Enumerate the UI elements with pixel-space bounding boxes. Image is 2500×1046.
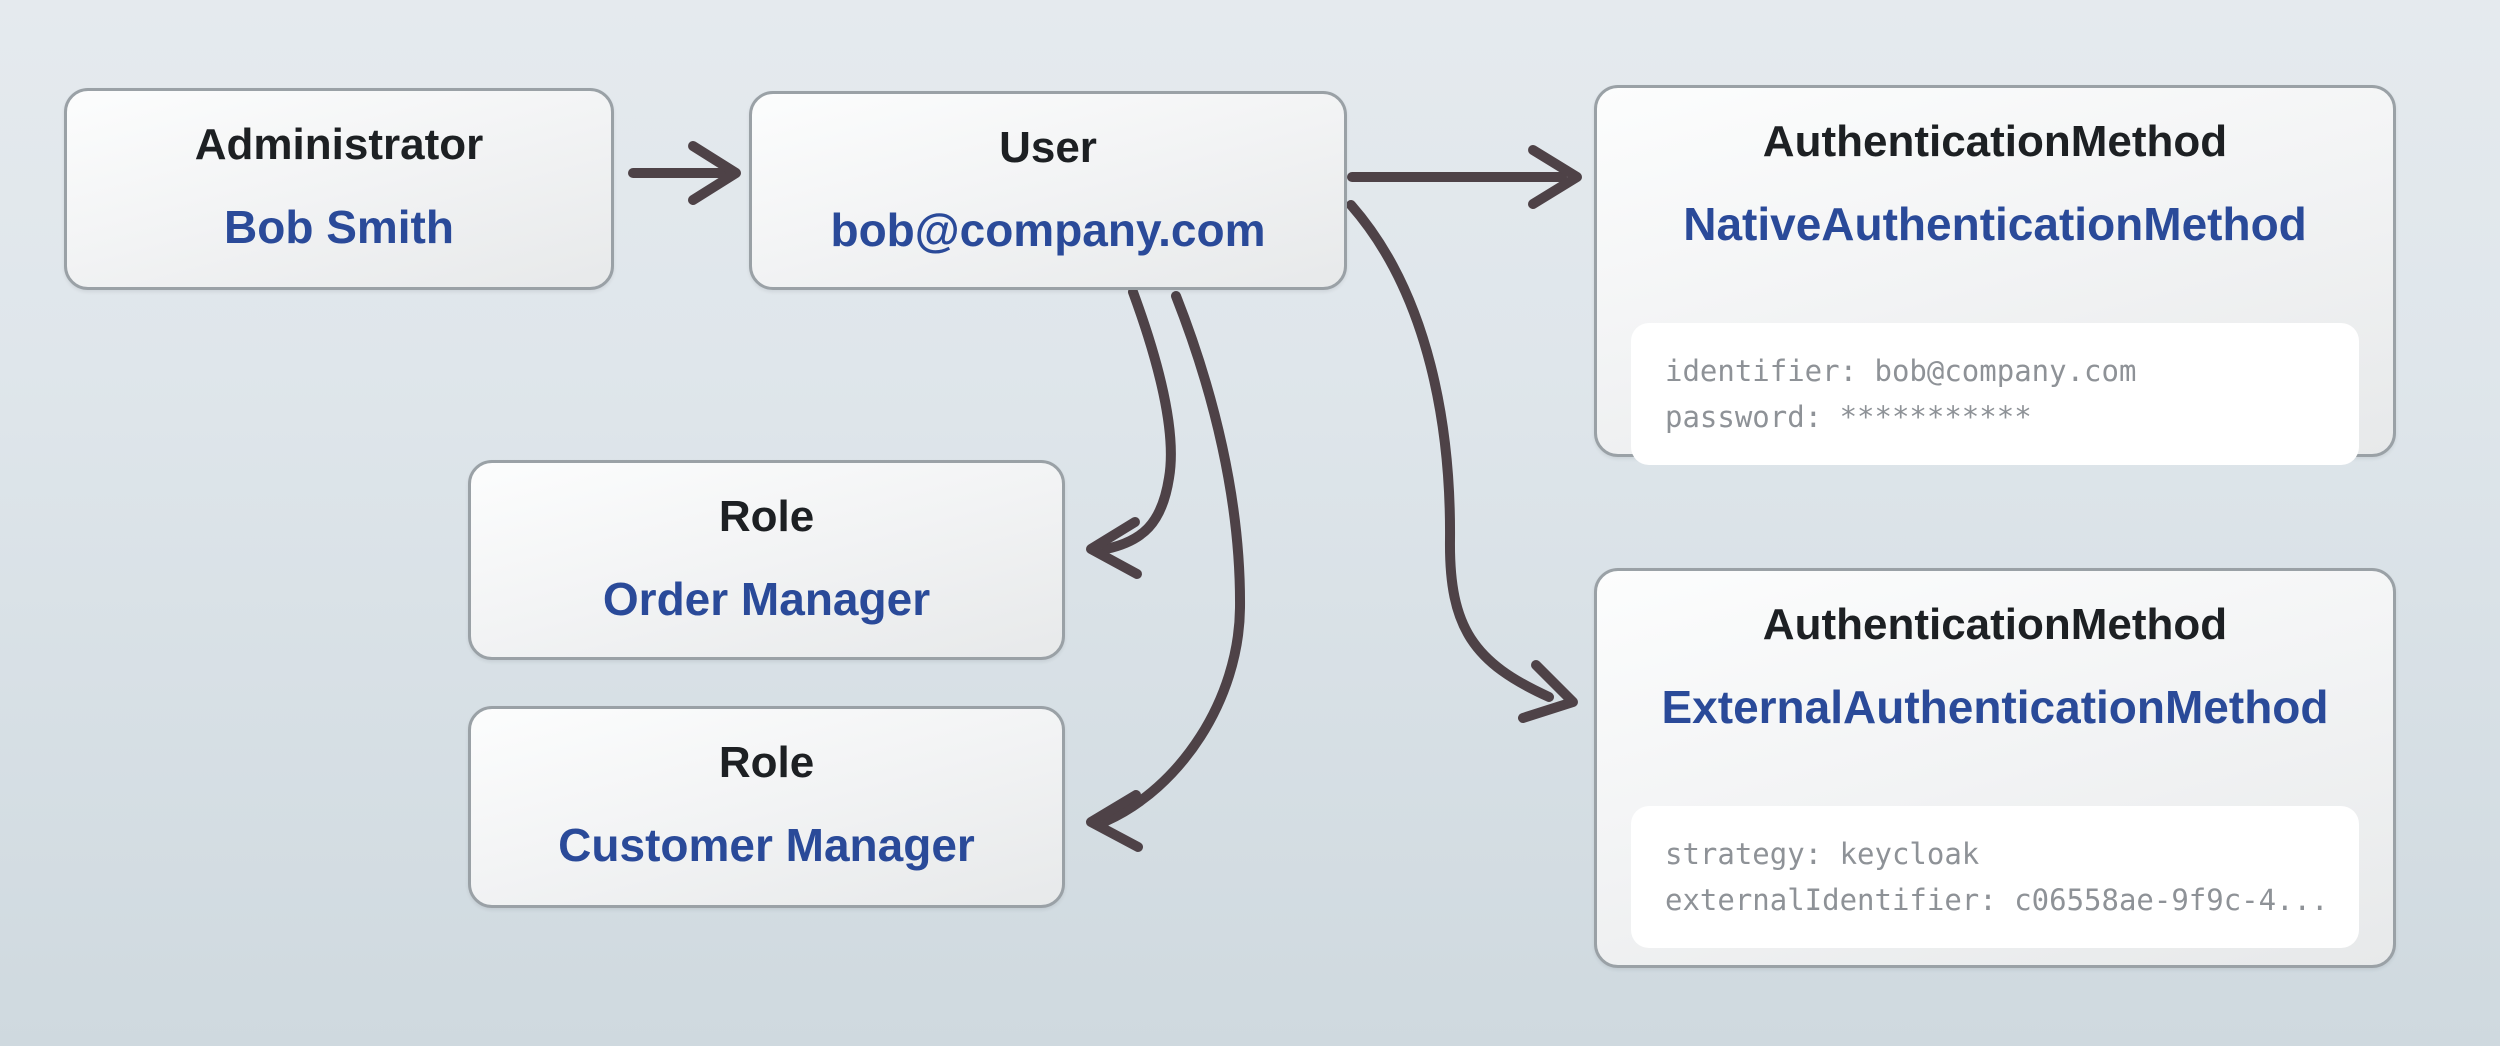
arrowhead-icon [1086,790,1143,852]
node-type-label: Role [718,738,815,787]
edge-user-to-role-customer [1086,291,1246,852]
node-user: User bob@company.com [749,91,1347,290]
property-line-external-identifier: externalIdentifier: c06558ae-9f9c-4... [1665,883,2325,917]
node-type-label: Role [718,492,815,541]
edge-line [1346,200,1554,702]
node-role-order-manager: Role Order Manager [468,460,1065,660]
node-external-authentication-method: AuthenticationMethod ExternalAuthenticat… [1594,568,2396,968]
edge-line [1101,287,1176,554]
node-value-label: Bob Smith [224,201,454,253]
node-value-label: Customer Manager [558,819,975,871]
node-type-label: Administrator [194,120,484,169]
properties-panel: identifier: bob@company.com password: **… [1631,323,2359,465]
edge-user-to-native-auth [1347,145,1582,209]
node-administrator: Administrator Bob Smith [64,88,614,290]
node-type-label: AuthenticationMethod [1762,600,2228,649]
edge-user-to-role-order [1086,287,1176,579]
property-line-password: password: *********** [1665,400,2032,434]
arrowhead-icon [688,141,741,205]
property-line-strategy: strategy: keycloak [1665,837,1980,871]
edge-administrator-to-user [628,141,741,205]
node-value-label: ExternalAuthenticationMethod [1661,681,2329,733]
properties-panel: strategy: keycloak externalIdentifier: c… [1631,806,2359,948]
node-type-label: AuthenticationMethod [1762,117,2228,166]
node-native-authentication-method: AuthenticationMethod NativeAuthenticatio… [1594,85,2396,465]
node-type-label: User [999,123,1097,172]
node-value-label: Order Manager [602,573,931,625]
property-line-identifier: identifier: bob@company.com [1665,354,2137,388]
arrowhead-icon [1528,145,1582,209]
arrowhead-icon [1086,517,1142,579]
node-value-label: NativeAuthenticationMethod [1683,198,2307,250]
arrowhead-icon [1518,660,1578,723]
node-value-label: bob@company.com [830,204,1266,256]
edge-line [1101,291,1246,826]
node-role-customer-manager: Role Customer Manager [468,706,1065,908]
edge-user-to-external-auth [1346,200,1578,723]
